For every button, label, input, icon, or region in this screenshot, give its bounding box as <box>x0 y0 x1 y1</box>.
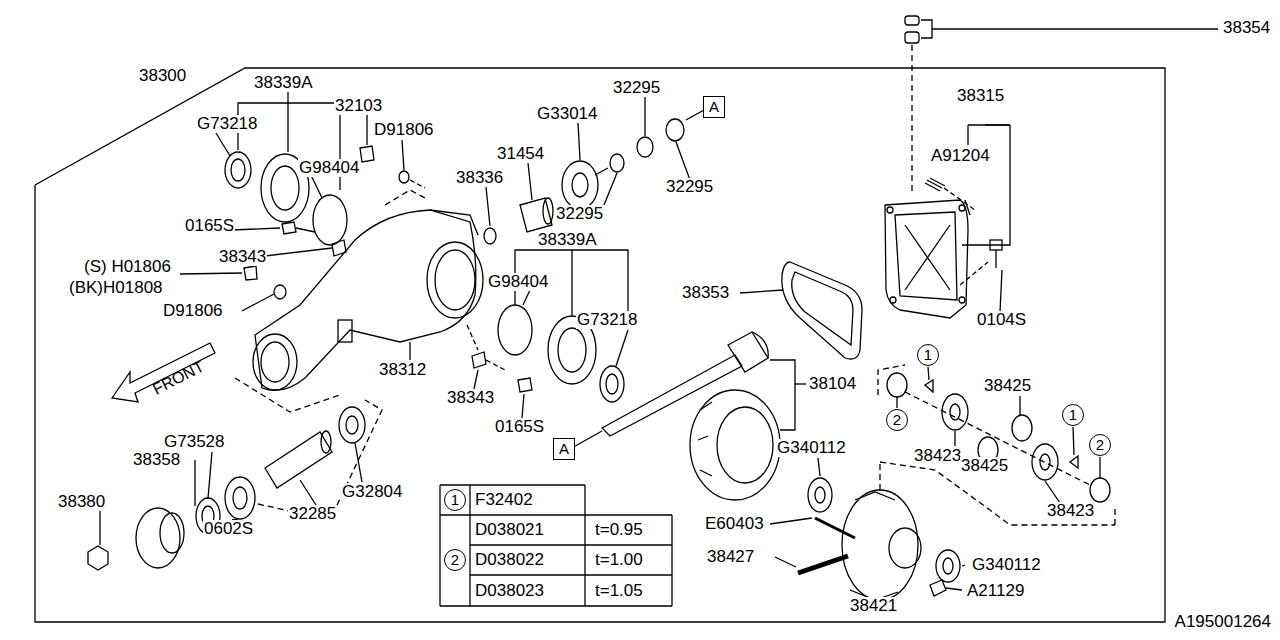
callout-number: 32295 <box>612 79 661 97</box>
node-text: A <box>709 99 719 115</box>
circled-number: 2 <box>1089 434 1111 456</box>
callout-number: 0602S <box>203 520 254 538</box>
callout-number: 38427 <box>706 548 755 566</box>
callout-number: 32103 <box>334 97 383 115</box>
node-text: 1 <box>451 492 459 508</box>
callout-number: 38339A <box>253 74 314 92</box>
callout-number: 38300 <box>138 67 187 85</box>
callout-number: 38380 <box>57 493 106 511</box>
callout-number: t=1.05 <box>594 582 644 600</box>
node-text: 1 <box>1069 407 1077 423</box>
circled-number: 2 <box>886 409 908 431</box>
callout-number: 38353 <box>681 284 730 302</box>
circled-number: 1 <box>1062 404 1084 426</box>
callout-number: G33014 <box>536 105 599 123</box>
callout-number: 31454 <box>496 145 545 163</box>
node-text: 1 <box>924 347 932 363</box>
callout-number: 38336 <box>455 169 504 187</box>
callout-number: 38343 <box>218 248 267 266</box>
callout-number: 38339A <box>537 231 598 249</box>
circled-number: 1 <box>917 344 939 366</box>
callout-number: (BK)H01808 <box>68 279 164 297</box>
callout-number: 38425 <box>960 457 1009 475</box>
callout-number: G98404 <box>298 159 361 177</box>
callout-number: G98404 <box>487 273 550 291</box>
callout-number: E60403 <box>704 515 765 533</box>
callout-number: 32295 <box>665 178 714 196</box>
callout-number: (S) H01806 <box>83 258 172 276</box>
callout-number: G73528 <box>163 433 226 451</box>
callout-number: 38104 <box>808 375 857 393</box>
callout-number: 38425 <box>983 377 1032 395</box>
callout-number: FRONT <box>149 357 208 399</box>
callout-number: 38315 <box>956 87 1005 105</box>
callout-number: t=1.00 <box>594 551 644 569</box>
callout-number: G73218 <box>196 115 259 133</box>
callout-number: G32804 <box>341 483 404 501</box>
node-text: 2 <box>893 412 901 428</box>
callout-number: D038023 <box>474 582 545 600</box>
callout-number: 38354 <box>1222 19 1271 37</box>
callout-number: A21129 <box>966 582 1025 600</box>
callout-number: 0165S <box>494 418 545 436</box>
callout-number: D038021 <box>474 521 545 539</box>
node-text: 2 <box>451 552 459 568</box>
callout-number: t=0.95 <box>594 521 644 539</box>
callout-number: 38423 <box>913 447 962 465</box>
callout-number: 38358 <box>132 451 181 469</box>
callout-number: 38421 <box>849 597 898 615</box>
callout-number: 38343 <box>446 389 495 407</box>
callout-number: F32402 <box>474 491 534 509</box>
node-text: 2 <box>1096 437 1104 453</box>
circled-number: 2 <box>444 549 466 571</box>
callout-number: 0104S <box>976 311 1027 329</box>
callout-number: A195001264 <box>1174 613 1272 631</box>
callout-number: G340112 <box>776 439 847 457</box>
callout-number: D038022 <box>474 551 545 569</box>
callout-number: 32285 <box>288 505 337 523</box>
circled-number: 1 <box>444 489 466 511</box>
callout-number: 0165S <box>184 217 235 235</box>
callout-number: 38423 <box>1046 502 1095 520</box>
node-text: A <box>559 441 569 457</box>
callout-number: D91806 <box>373 121 435 139</box>
callout-number: G340112 <box>971 556 1042 574</box>
callout-number: G73218 <box>576 311 639 329</box>
callout-number: D91806 <box>162 302 224 320</box>
reference-box: A <box>553 438 575 460</box>
callout-number: 38312 <box>378 361 427 379</box>
reference-box: A <box>703 96 725 118</box>
callout-number: A91204 <box>930 147 991 165</box>
callout-number: 32295 <box>555 205 604 223</box>
